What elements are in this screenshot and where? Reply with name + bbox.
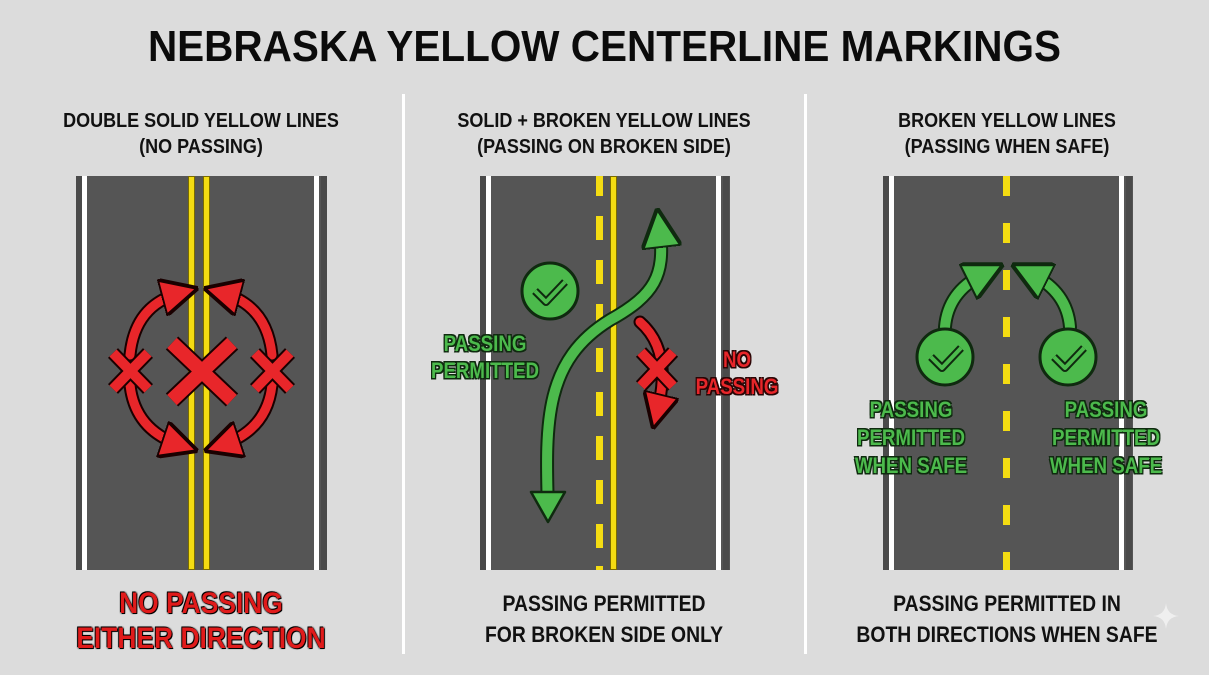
page-title: NEBRASKA YELLOW CENTERLINE MARKINGS	[147, 22, 1062, 71]
label-line: WHEN SAFE	[854, 453, 968, 478]
panel-caption: PASSING PERMITTED IN BOTH DIRECTIONS WHE…	[831, 588, 1183, 650]
road-shoulder	[321, 176, 327, 570]
heading-line: BROKEN YELLOW LINES	[898, 110, 1116, 132]
label-line: WHEN SAFE	[1049, 453, 1163, 478]
caption-line: BOTH DIRECTIONS WHEN SAFE	[856, 622, 1158, 647]
passing-permitted-left-label: PASSING PERMITTED WHEN SAFE	[849, 396, 973, 480]
passing-permitted-right-label: PASSING PERMITTED WHEN SAFE	[1044, 396, 1168, 480]
road-shoulder	[76, 176, 82, 570]
edge-line-left	[82, 176, 87, 570]
road-shoulder	[1126, 176, 1132, 570]
caption-line: FOR BROKEN SIDE ONLY	[484, 622, 724, 647]
label-line: PASSING	[869, 397, 953, 422]
broken-yellow-line	[596, 176, 603, 570]
heading-line: SOLID + BROKEN YELLOW LINES	[457, 110, 751, 132]
road-shoulder	[480, 176, 486, 570]
heading-line: DOUBLE SOLID YELLOW LINES	[63, 110, 339, 132]
heading-subline: (NO PASSING)	[139, 136, 263, 158]
road-surface	[480, 176, 730, 570]
road-shoulder	[883, 176, 889, 570]
panel-divider	[402, 94, 405, 654]
panel-heading: BROKEN YELLOW LINES (PASSING WHEN SAFE)	[827, 108, 1187, 160]
label-line: PERMITTED	[430, 358, 540, 383]
passing-permitted-label: PASSING PERMITTED	[430, 330, 541, 384]
caption-line: EITHER DIRECTION	[76, 622, 326, 655]
road-shoulder	[723, 176, 729, 570]
edge-line-right	[1119, 176, 1124, 570]
label-line: PERMITTED	[856, 425, 966, 450]
edge-line-right	[314, 176, 319, 570]
heading-subline: (PASSING WHEN SAFE)	[904, 136, 1110, 158]
panel-heading: DOUBLE SOLID YELLOW LINES (NO PASSING)	[21, 108, 381, 160]
sparkle-icon	[1153, 603, 1179, 629]
panel-heading: SOLID + BROKEN YELLOW LINES (PASSING ON …	[424, 108, 784, 160]
caption-line: NO PASSING	[119, 587, 283, 620]
edge-line-left	[889, 176, 894, 570]
solid-yellow-line	[610, 176, 617, 570]
label-line: NO	[722, 347, 752, 372]
label-line: PASSING	[1064, 397, 1148, 422]
heading-subline: (PASSING ON BROKEN SIDE)	[477, 136, 731, 158]
no-passing-label: NO PASSING	[690, 346, 784, 400]
label-line: PASSING	[695, 374, 779, 399]
label-line: PASSING	[443, 331, 527, 356]
caption-line: PASSING PERMITTED IN	[893, 591, 1121, 616]
caption-line: PASSING PERMITTED	[502, 591, 706, 616]
edge-line-left	[486, 176, 491, 570]
broken-yellow-line	[1003, 176, 1010, 570]
edge-line-right	[716, 176, 721, 570]
panel-caption: NO PASSING EITHER DIRECTION	[25, 586, 377, 656]
panel-caption: PASSING PERMITTED FOR BROKEN SIDE ONLY	[428, 588, 780, 650]
panel-divider	[804, 94, 807, 654]
label-line: PERMITTED	[1051, 425, 1161, 450]
